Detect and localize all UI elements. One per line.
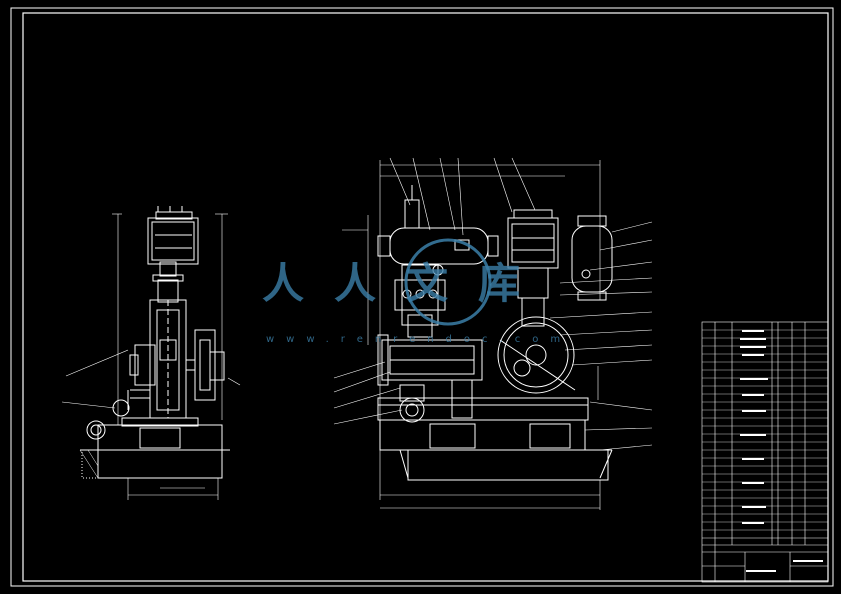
outer-frame [10, 7, 834, 587]
inner-frame [22, 12, 829, 582]
front-view [333, 157, 653, 510]
parts-list-cell-marks [740, 330, 823, 572]
parts-list-rows [702, 329, 828, 531]
parts-list-table [701, 321, 829, 583]
watermark-text: 人人文库 [262, 259, 551, 308]
watermark-logo [404, 238, 492, 326]
watermark-url: www.renrendoc.com [266, 334, 573, 345]
side-view [61, 206, 241, 500]
